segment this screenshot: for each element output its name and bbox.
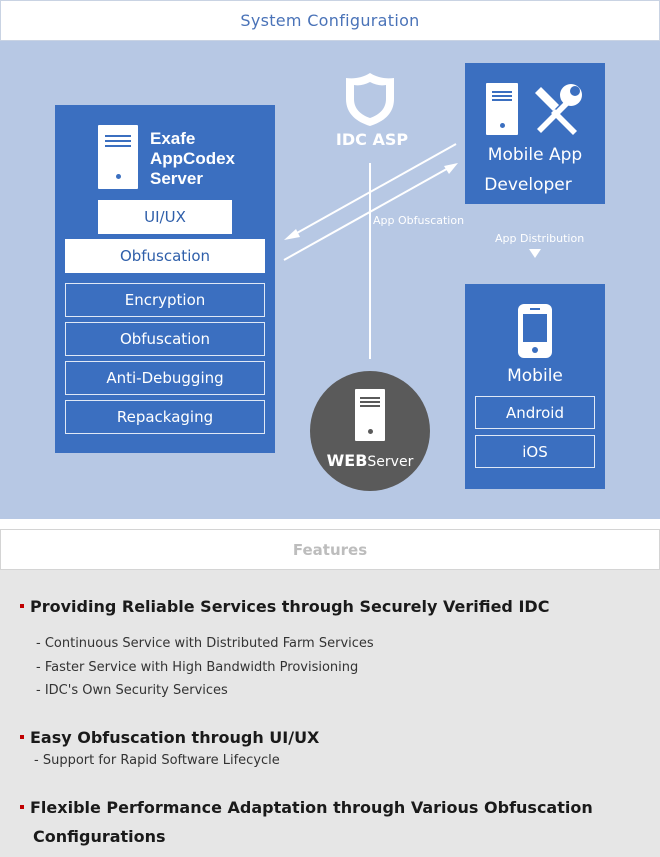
feature-item: - Support for Rapid Software Lifecycle (34, 753, 280, 768)
feature-item: - IDC's Own Security Services (36, 683, 228, 698)
uiux-block: UI/UX (98, 200, 232, 234)
developer-label-line2: Developer (484, 175, 572, 195)
flow-arrows (283, 143, 458, 261)
app-obfuscation-label: App Obfuscation (373, 214, 465, 227)
features-title: Features (0, 529, 660, 570)
distribution-arrow-icon (529, 249, 541, 258)
features-section: Providing Reliable Services through Secu… (0, 570, 660, 857)
obfuscation-block: Obfuscation (65, 239, 265, 273)
feature-heading-idc: Providing Reliable Services through Secu… (20, 592, 549, 622)
feature-heading-flexible-cont: Configurations (33, 827, 166, 846)
feature-heading-text: Easy Obfuscation through UI/UX (30, 728, 320, 747)
exafe-server-title: Exafe AppCodex Server (150, 129, 235, 189)
mobile-panel: Mobile Android iOS (465, 284, 605, 489)
web-server-label-bold: WEB (326, 451, 368, 470)
wrench-screwdriver-icon (535, 84, 582, 135)
system-diagram: Exafe AppCodex Server UI/UX Obfuscation … (0, 41, 660, 519)
bullet-icon (20, 603, 24, 608)
server-icon (98, 125, 138, 189)
module-anti-debugging: Anti-Debugging (65, 361, 265, 395)
exafe-title-line: AppCodex (150, 149, 235, 168)
bullet-icon (20, 804, 24, 809)
app-distribution-label: App Distribution (495, 232, 585, 245)
exafe-title-line: Exafe (150, 129, 196, 148)
exafe-title-line: Server (150, 169, 203, 188)
feature-item: - Faster Service with High Bandwidth Pro… (36, 660, 359, 675)
smartphone-icon (518, 304, 552, 358)
feature-heading-text: Providing Reliable Services through Secu… (30, 597, 550, 616)
feature-heading-uiux: Easy Obfuscation through UI/UX (20, 723, 319, 753)
developer-label-line1: Mobile App (487, 145, 583, 165)
idc-web-connector (369, 163, 371, 359)
platform-ios: iOS (475, 435, 595, 468)
exafe-server-panel: Exafe AppCodex Server UI/UX Obfuscation … (55, 105, 275, 453)
developer-panel: Mobile App Developer (465, 63, 605, 204)
bullet-icon (20, 734, 24, 739)
system-configuration-title: System Configuration (0, 0, 660, 41)
server-icon (486, 83, 518, 135)
module-encryption: Encryption (65, 283, 265, 317)
module-repackaging: Repackaging (65, 400, 265, 434)
module-obfuscation: Obfuscation (65, 322, 265, 356)
idc-asp-label: IDC ASP (335, 130, 409, 149)
shield-icon (340, 69, 400, 129)
web-server-node: WEBServer (310, 371, 430, 491)
web-server-label: WEBServer (310, 451, 430, 470)
feature-heading-text: Flexible Performance Adaptation through … (30, 798, 593, 817)
mobile-label: Mobile (507, 366, 563, 386)
web-server-label-rest: Server (367, 454, 414, 470)
server-icon (355, 389, 385, 441)
feature-item: - Continuous Service with Distributed Fa… (36, 636, 374, 651)
feature-heading-flexible: Flexible Performance Adaptation through … (20, 793, 593, 823)
platform-android: Android (475, 396, 595, 429)
